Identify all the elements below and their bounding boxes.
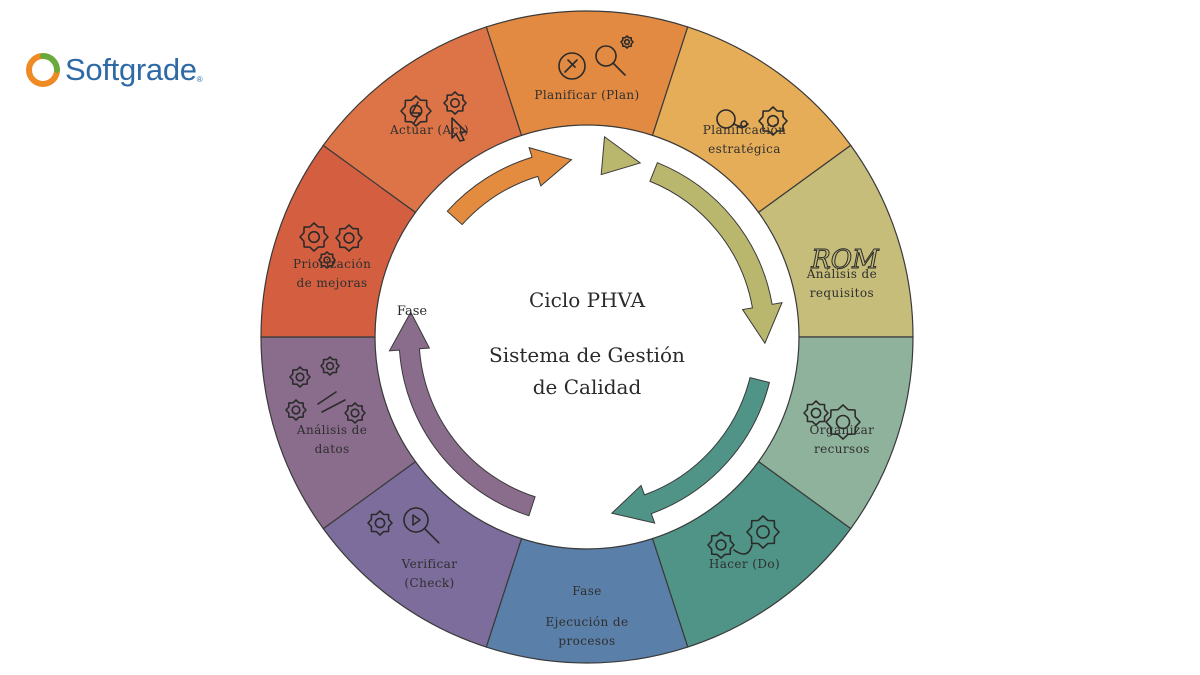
segment-label-actuar-1: Actuar (Act) xyxy=(389,123,469,137)
data-gears-icon xyxy=(285,356,366,424)
segment-label-planificacion-2: estratégica xyxy=(708,142,781,156)
center-subtitle-line1: Sistema de Gestión xyxy=(489,343,685,367)
segment-label-hacer-1: Hacer (Do) xyxy=(709,557,780,571)
logo-registered-mark: ® xyxy=(196,75,203,84)
center-subtitle-line2: de Calidad xyxy=(533,375,642,399)
magnifier-icon xyxy=(595,45,626,76)
softgrade-logo: Softgrade ® xyxy=(24,50,203,90)
softgrade-logo-mark-icon xyxy=(26,53,60,87)
ring-segments xyxy=(260,10,914,664)
gear-c-icon xyxy=(285,399,307,421)
segment-label-analisis-requisitos-1: Análisis de xyxy=(806,267,877,281)
act-gears-icon xyxy=(400,91,467,142)
connected-gears-icon xyxy=(707,515,780,559)
segment-label-ejecucion-3: procesos xyxy=(558,634,615,648)
segment-icons: ROM xyxy=(285,35,881,559)
segment-label-verificar-2: (Check) xyxy=(404,576,454,590)
segment-actuar xyxy=(322,26,523,214)
segment-planificar xyxy=(485,10,689,137)
segment-label-planificar-1: Planificar (Plan) xyxy=(534,88,639,102)
gear-right-icon xyxy=(825,404,861,440)
three-gears-icon xyxy=(299,222,363,269)
gears-icon xyxy=(803,400,861,440)
rom-icon: ROM xyxy=(810,245,881,276)
segment-label-planificacion-1: Planificación xyxy=(703,123,787,137)
segment-label-fase: Fase xyxy=(572,584,602,598)
arrow-check-to-act xyxy=(388,311,536,517)
arrow-plan-to-do xyxy=(649,162,783,345)
strategy-gear-icon xyxy=(716,106,788,136)
gear-magnifier-icon xyxy=(367,507,440,544)
center-fase-label: Fase xyxy=(397,304,428,319)
segment-label-organizar-1: Organizar xyxy=(810,423,875,437)
plan-tools-icon xyxy=(558,35,634,80)
arrow-plan-small xyxy=(600,135,642,176)
segment-label-analisis-requisitos-2: requisitos xyxy=(810,286,874,300)
gear-right-icon xyxy=(746,515,780,549)
gear-b-icon xyxy=(335,224,363,252)
segment-label-verificar-1: Verificar xyxy=(401,557,458,571)
segment-label-priorizacion-1: Priorización xyxy=(293,257,371,271)
arrow-act-to-plan xyxy=(446,146,573,226)
rom-text: ROM xyxy=(810,245,880,275)
gear-icon xyxy=(367,510,393,536)
gear-a-icon xyxy=(299,222,329,252)
gear-icon xyxy=(758,106,788,136)
gear-icon xyxy=(443,91,467,115)
gear-d-icon xyxy=(344,402,366,424)
segment-label-ejecucion-2: Ejecución de xyxy=(546,615,629,629)
logo-text: Softgrade xyxy=(65,52,197,87)
gear-c-icon xyxy=(318,251,336,269)
cycle-arrows xyxy=(388,135,783,524)
magnifier-icon xyxy=(403,507,440,544)
gear-left-icon xyxy=(707,531,735,559)
center-title: Ciclo PHVA xyxy=(529,288,646,312)
gear-left-icon xyxy=(803,400,829,426)
gear-a-icon xyxy=(289,366,311,388)
segment-labels: Planificar (Plan) Planificación estratégic… xyxy=(293,88,877,648)
small-gear-icon xyxy=(620,35,634,49)
segment-label-analisis-datos-1: Análisis de xyxy=(296,423,367,437)
segment-label-priorizacion-2: de mejoras xyxy=(297,276,368,290)
segment-label-organizar-2: recursos xyxy=(814,442,870,456)
segment-label-analisis-datos-2: datos xyxy=(315,442,350,456)
gear-b-icon xyxy=(320,356,340,376)
arrow-do-to-check xyxy=(610,377,771,524)
